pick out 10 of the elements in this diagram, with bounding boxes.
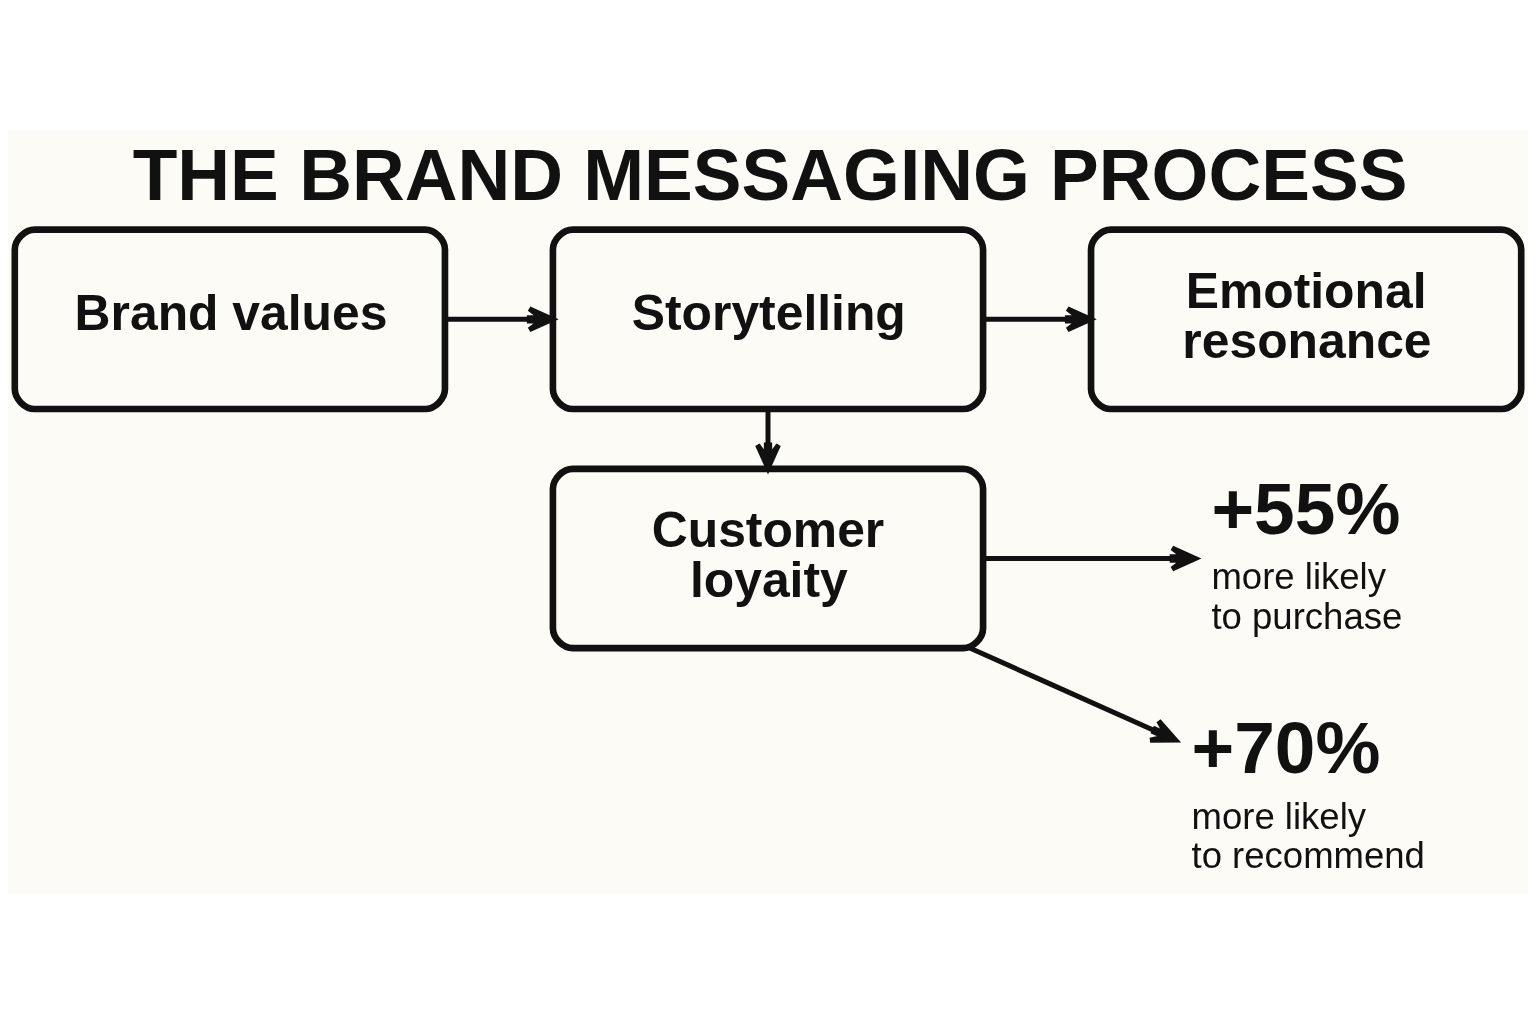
- arrow: [445, 306, 556, 333]
- arrow: [969, 645, 1179, 743]
- arrow: [983, 306, 1094, 333]
- node-text: +70% more likely to recommend: [1191, 707, 1425, 877]
- node-box: Emotional resonance: [1087, 226, 1525, 413]
- node-box: Customer loyaity: [549, 465, 987, 652]
- node-box: Storytelling: [549, 226, 987, 413]
- diagram-title: THE BRAND MESSAGING PROCESS: [132, 134, 1408, 216]
- node-box: Brand values: [11, 226, 449, 413]
- node-text: +55% more likely to purchase: [1211, 467, 1403, 638]
